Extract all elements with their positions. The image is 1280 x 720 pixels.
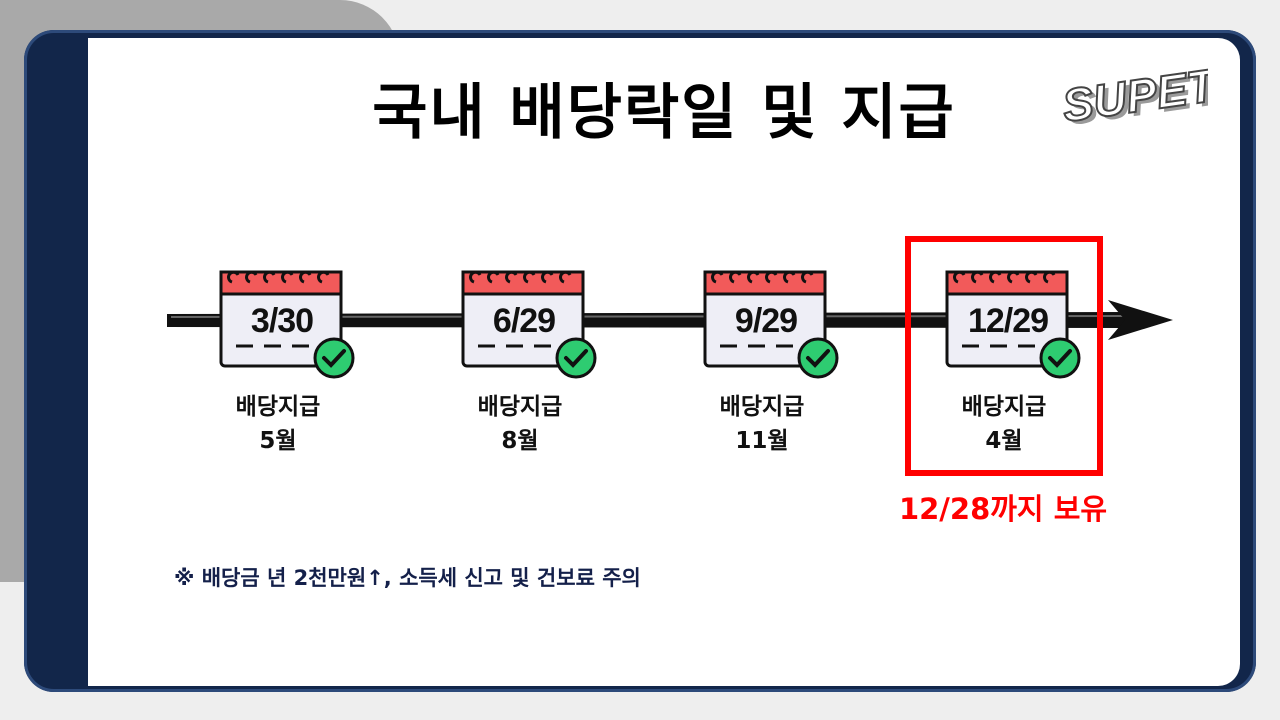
calendar-icon (219, 270, 355, 379)
footnote: ※ 배당금 년 2천만원↑, 소득세 신고 및 건보료 주의 (174, 566, 641, 590)
highlight-box (905, 236, 1103, 476)
check-circle-icon (555, 337, 597, 379)
supertv-logo: SUPETV SUPETV (1058, 53, 1208, 135)
check-circle-icon (1039, 337, 1081, 379)
event-label: 배당지급 11월 (672, 390, 852, 458)
event-payment-month: 8월 (501, 428, 539, 454)
event-date: 6/29 (492, 302, 556, 340)
event-label: 배당지급 5월 (188, 390, 368, 458)
check-circle-icon (797, 337, 839, 379)
event-payment-month: 5월 (259, 428, 297, 454)
slide-panel: 국내 배당락일 및 지급 SUPETV SUPETV (88, 38, 1240, 686)
event-date: 9/29 (734, 302, 798, 340)
event-date: 3/30 (250, 302, 314, 340)
event-label: 배당지급 4월 (914, 390, 1094, 458)
slide-frame-edge (24, 30, 1256, 692)
event-payment-month: 11월 (735, 428, 789, 454)
check-circle-icon (313, 337, 355, 379)
event-payment-label: 배당지급 (961, 394, 1047, 420)
calendar-icon (703, 270, 839, 379)
arrow-right-icon (167, 300, 1173, 340)
holding-deadline-note: 12/28까지 보유 (898, 492, 1108, 526)
calendar-icon (945, 270, 1081, 379)
event-payment-month: 4월 (985, 428, 1023, 454)
calendar-icon (461, 270, 597, 379)
svg-text:SUPETV: SUPETV (1059, 54, 1208, 132)
event-payment-label: 배당지급 (719, 394, 805, 420)
event-date: 12/29 (967, 302, 1049, 340)
slide-title: 국내 배당락일 및 지급 (372, 78, 956, 148)
timeline-arrow (167, 300, 1173, 340)
event-payment-label: 배당지급 (477, 394, 563, 420)
event-label: 배당지급 8월 (430, 390, 610, 458)
event-payment-label: 배당지급 (235, 394, 321, 420)
